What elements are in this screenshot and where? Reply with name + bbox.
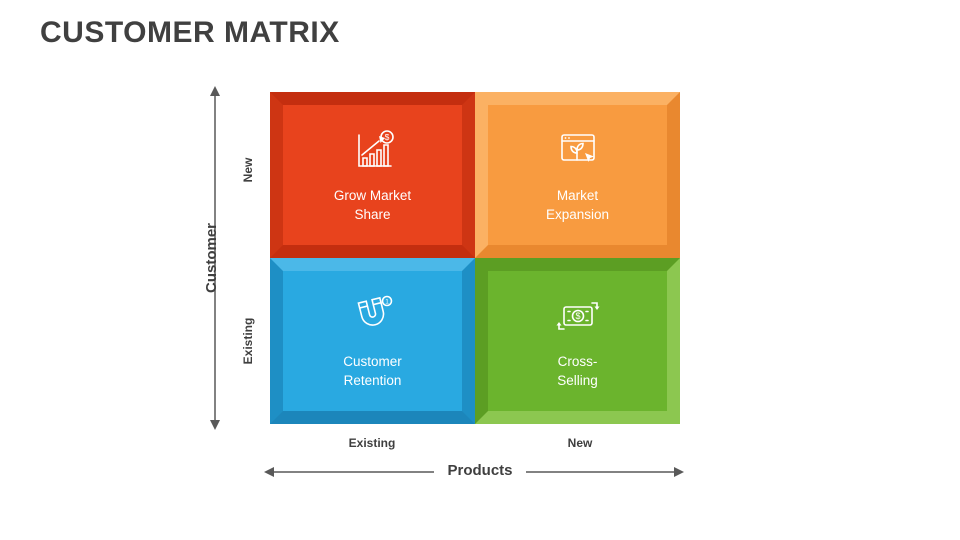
growth-chart-dollar-icon: $: [349, 126, 397, 174]
quadrant-label: Cross- Selling: [557, 354, 598, 388]
y-axis-label-existing: Existing: [241, 317, 255, 365]
quadrant-customer-retention: 1 Customer Retention: [270, 258, 475, 424]
svg-text:$: $: [384, 132, 389, 142]
quadrant-label: Market Expansion: [545, 188, 610, 222]
x-axis-title: Products: [434, 462, 526, 480]
money-exchange-icon: $: [554, 292, 602, 340]
quadrant-grow-market-share: $ Grow Market Share: [270, 92, 475, 258]
quadrant-label: Grow Market Share: [333, 188, 412, 222]
svg-text:1: 1: [385, 299, 389, 306]
x-axis-label-new: New: [567, 436, 593, 450]
magnet-icon: 1: [349, 292, 397, 340]
x-axis-label-existing: Existing: [348, 436, 396, 450]
quadrant-label: Customer Retention: [343, 354, 402, 388]
page-title: CUSTOMER MATRIX: [40, 16, 340, 49]
customer-axis-arrow: [210, 86, 220, 430]
y-axis-label-new: New: [241, 157, 255, 183]
y-axis-title: Customer: [203, 223, 220, 294]
quadrant-cross-selling: $ Cross- Selling: [475, 258, 680, 424]
customer-matrix: $ Grow Market Share: [270, 92, 680, 424]
quadrant-market-expansion: Market Expansion: [475, 92, 680, 258]
browser-plant-cursor-icon: [554, 126, 602, 174]
svg-text:$: $: [575, 311, 580, 321]
